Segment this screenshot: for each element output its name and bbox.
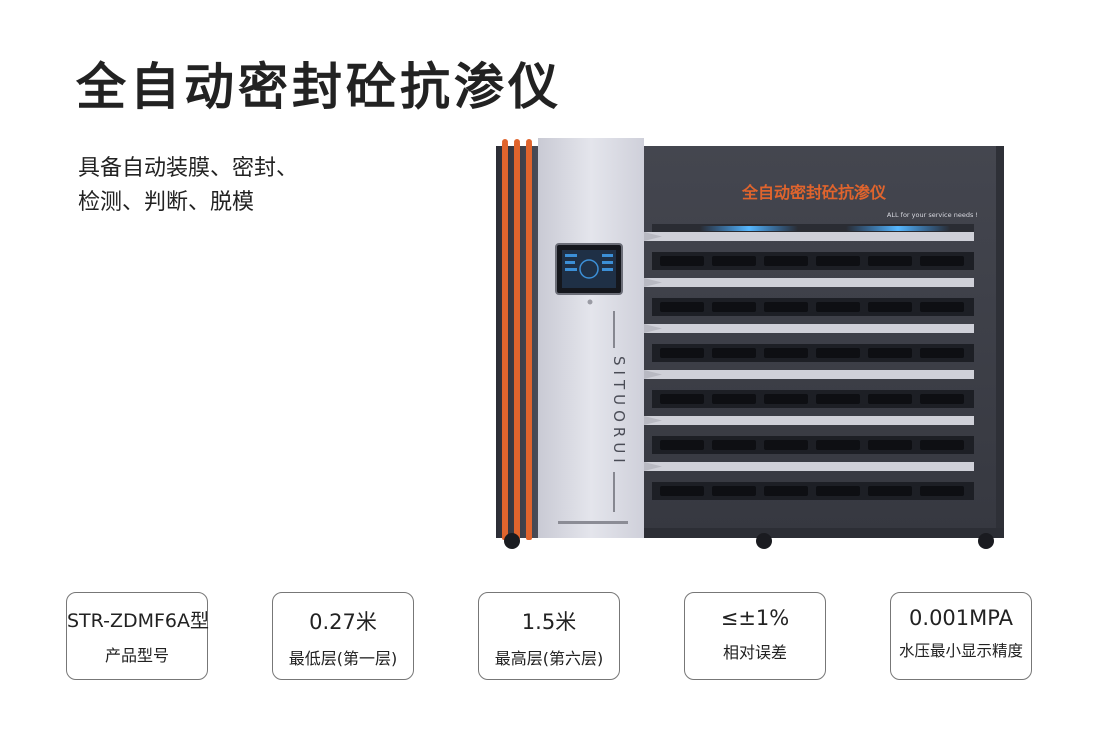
wheel [504, 533, 520, 549]
main-cabinet [644, 146, 1004, 538]
feature-line-2: 检测、判断、脱模 [78, 190, 255, 215]
spec-value: 0.001MPA [909, 606, 1013, 630]
layer-row [644, 278, 974, 316]
test-layers [644, 232, 974, 500]
spec-label: 产品型号 [104, 646, 169, 665]
panel-title: 全自动密封砼抗渗仪 [741, 183, 887, 202]
spec-label: 水压最小显示精度 [898, 642, 1023, 660]
spec-label: 相对误差 [722, 643, 787, 662]
orange-tube [502, 142, 508, 540]
layer-row [644, 324, 974, 362]
spec-card-model: STR-ZDMF6A型 产品型号 [66, 592, 210, 680]
product-image: SITUORUI 全自动密封砼抗渗仪 ALL for your service … [492, 136, 1010, 550]
indicator-light [846, 226, 950, 231]
page-title: 全自动密封砼抗渗仪 [76, 58, 562, 116]
layer-row [644, 370, 974, 408]
feature-description: 具备自动装膜、密封、 检测、判断、脱模 [78, 152, 298, 220]
spec-value: STR-ZDMF6A型 [67, 610, 210, 632]
spec-label: 最低层(第一层) [288, 649, 398, 668]
spec-value: 1.5米 [521, 610, 577, 634]
spec-label: 最高层(第六层) [494, 649, 604, 668]
orange-tube [526, 142, 532, 540]
brand-logo: SITUORUI [610, 356, 628, 468]
spec-card-relative-error: ≤±1% 相对误差 [684, 592, 826, 680]
indicator-light [700, 226, 798, 231]
layer-row [644, 416, 974, 454]
spec-card-lowest-layer: 0.27米 最低层(第一层) [272, 592, 414, 680]
wheel [978, 533, 994, 549]
orange-tube [514, 142, 520, 540]
wheel [756, 533, 772, 549]
layer-row [644, 462, 974, 500]
spec-value: ≤±1% [720, 606, 790, 630]
tagline: ALL for your service needs ! [887, 211, 978, 219]
layer-row [644, 232, 974, 270]
spec-card-pressure-precision: 0.001MPA 水压最小显示精度 [890, 592, 1032, 680]
spec-cards: STR-ZDMF6A型 产品型号 0.27米 最低层(第一层) 1.5米 最高层… [66, 592, 1036, 682]
front-panel [538, 138, 644, 538]
spec-card-highest-layer: 1.5米 最高层(第六层) [478, 592, 620, 680]
feature-line-1: 具备自动装膜、密封、 [78, 156, 299, 181]
spec-value: 0.27米 [309, 610, 377, 634]
